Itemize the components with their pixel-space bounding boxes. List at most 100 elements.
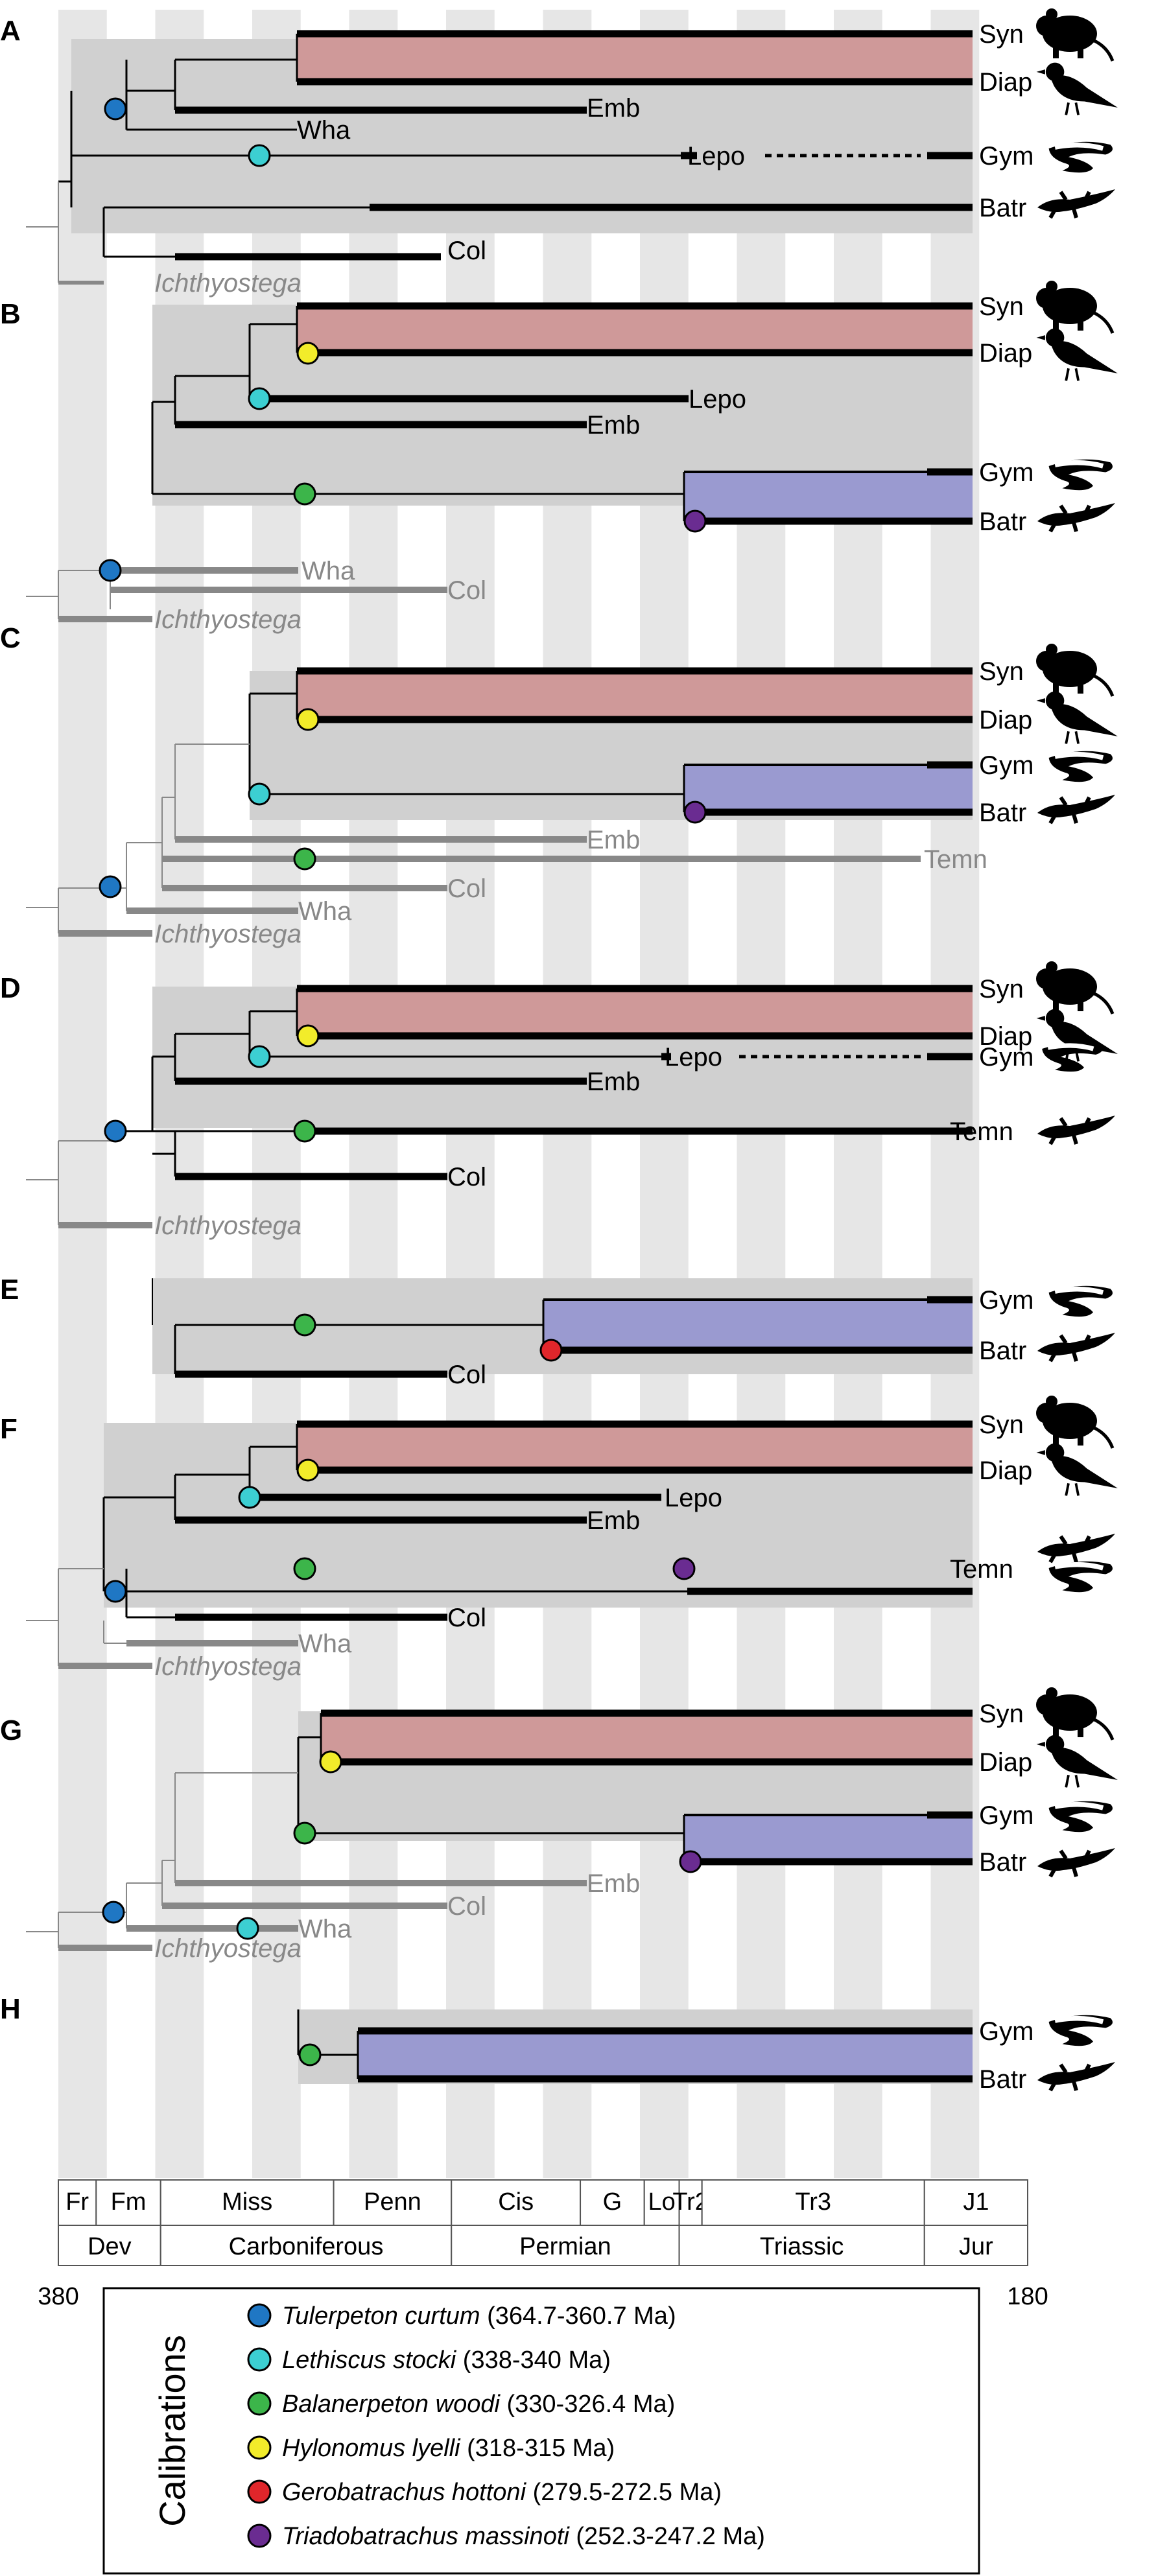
rodent-silhouette [1036, 8, 1113, 61]
caecilian-silhouette [1049, 460, 1113, 491]
tip-label: Batr [979, 1337, 1026, 1365]
tip-label: Lepo [665, 1043, 722, 1071]
legend-range: (330-326.4 Ma) [500, 2391, 675, 2418]
caecilian-silhouette [1049, 1801, 1113, 1832]
bird-silhouette [1035, 1733, 1119, 1789]
legend-entry: Hylonomus lyelli (318-315 Ma) [282, 2435, 615, 2462]
calibration-dot [248, 782, 271, 806]
calibration-dot [248, 144, 271, 167]
era-cell [159, 2225, 453, 2266]
salamander-silhouette [1037, 1848, 1115, 1877]
caecilian-silhouette [1049, 1562, 1113, 1593]
legend-entry: Balanerpeton woodi (330-326.4 Ma) [282, 2391, 675, 2418]
tip-label: Syn [979, 20, 1024, 49]
panel-label: D [0, 972, 21, 1004]
period-cell [580, 2179, 645, 2226]
legend-range: (364.7-360.7 Ma) [480, 2302, 676, 2330]
calibration-dot [248, 1045, 271, 1068]
calibration-dot [99, 559, 122, 582]
bird-silhouette [1035, 61, 1119, 117]
calibration-dot [102, 1901, 125, 1924]
amniote-box [297, 671, 973, 720]
calibration-dot [99, 875, 122, 898]
legend-taxon: Hylonomus lyelli [282, 2435, 461, 2462]
tip-label-fossil: Ichthyostega [154, 1934, 301, 1963]
tip-label: Batr [979, 1848, 1026, 1877]
legend-swatch [247, 2347, 272, 2372]
tip-label-fossil: Emb [587, 826, 640, 854]
tip-label-fossil: Col [447, 1892, 486, 1921]
legend-taxon: Gerobatrachus hottoni [282, 2479, 527, 2506]
rodent-silhouette [1036, 1687, 1113, 1740]
caecilian-silhouette [1049, 1286, 1113, 1317]
salamander-silhouette [1037, 189, 1115, 218]
calibration-dot [248, 387, 271, 410]
calibration-dot [236, 1917, 259, 1940]
bird-silhouette [1035, 1442, 1119, 1497]
era-label: Triassic [760, 2233, 844, 2260]
tip-label: Emb [587, 94, 640, 123]
tip-label: Diap [979, 1748, 1032, 1777]
calibration-dot [293, 847, 316, 871]
tip-label: Gym [979, 1286, 1033, 1315]
tip-label-fossil: Ichthyostega [154, 605, 301, 634]
period-label: Miss [222, 2188, 272, 2216]
calibration-dot [104, 1119, 127, 1143]
calibration-dot [293, 1119, 316, 1143]
legend-swatch [247, 2479, 272, 2504]
calibration-dot [293, 1821, 316, 1845]
tip-label-fossil: Temn [924, 845, 987, 874]
lissamphibian-box [684, 472, 973, 522]
lissamphibian-box [358, 2029, 973, 2081]
calibration-dot [679, 1850, 702, 1873]
tip-label-fossil: Wha [298, 897, 352, 926]
tip-label: Batr [979, 2065, 1026, 2094]
calibration-dot [319, 1750, 342, 1774]
bird-silhouette [1035, 690, 1119, 745]
tip-label-fossil: Col [447, 874, 486, 903]
period-cell [701, 2179, 925, 2226]
legend-range: (252.3-247.2 Ma) [569, 2523, 765, 2550]
tip-label: Col [447, 1163, 486, 1191]
panel-label: E [0, 1274, 19, 1306]
calibration-dot [296, 1024, 320, 1048]
tip-label: Col [447, 1361, 486, 1389]
amniote-box [297, 987, 973, 1037]
tip-label-fossil: Ichthyostega [154, 920, 301, 948]
tip-label: Gym [979, 1043, 1033, 1071]
period-label: Penn [364, 2188, 421, 2216]
tip-label: Syn [979, 657, 1024, 686]
legend-entry: Triadobatrachus massinoti (252.3-247.2 M… [282, 2523, 765, 2550]
tip-label: Gym [979, 458, 1033, 487]
tip-label: Diap [979, 68, 1032, 97]
salamander-silhouette [1037, 1333, 1115, 1361]
legend-entry: Lethiscus stocki (338-340 Ma) [282, 2347, 611, 2374]
legend-swatch [247, 2303, 272, 2328]
tip-label: Emb [587, 411, 640, 439]
tip-label: Col [447, 1604, 486, 1632]
salamander-silhouette [1037, 795, 1115, 823]
tip-label: Temn [950, 1118, 1013, 1146]
rodent-silhouette [1036, 281, 1113, 333]
amniote-box [297, 31, 973, 84]
tip-label-fossil: Emb [587, 1869, 640, 1898]
bird-silhouette [1035, 327, 1119, 382]
period-cell [95, 2179, 161, 2226]
lissamphibian-box [684, 765, 973, 814]
era-cell [58, 2225, 161, 2266]
tip-label: Temn [950, 1555, 1013, 1584]
tip-label: Batr [979, 508, 1026, 536]
era-label: Jur [959, 2233, 993, 2260]
amniote-box [297, 305, 973, 353]
caecilian-silhouette [1049, 2015, 1113, 2046]
legend-taxon: Lethiscus stocki [282, 2347, 457, 2374]
tip-label-fossil: Wha [301, 557, 355, 585]
panel-label: G [0, 1715, 22, 1746]
salamander-silhouette [1037, 503, 1115, 532]
